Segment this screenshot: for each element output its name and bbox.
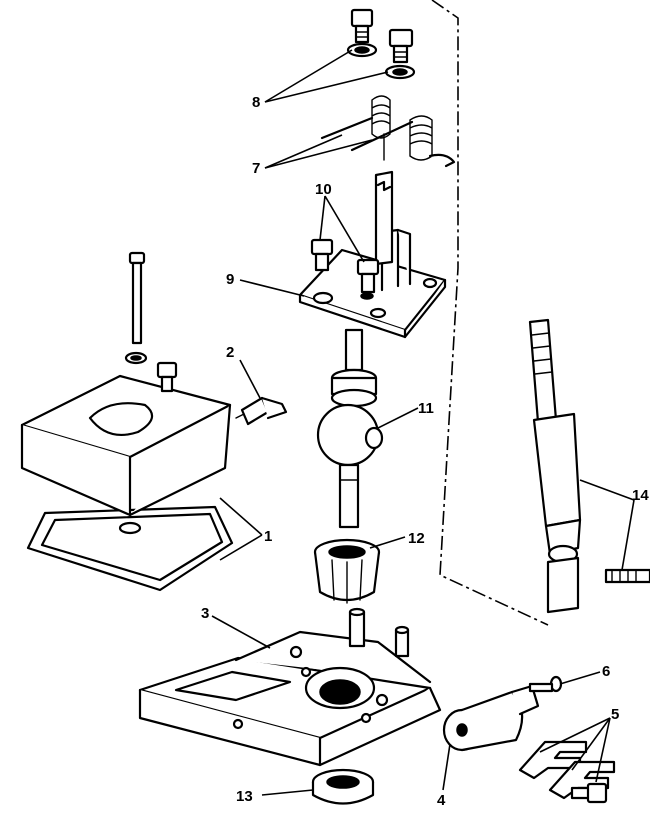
part-14-linkage: [528, 318, 650, 614]
callout-14: 14: [632, 487, 649, 504]
callout-9: 9: [226, 271, 234, 288]
part-4-selector-arm: [442, 684, 540, 752]
part-5-clips-and-bolt: [518, 740, 616, 804]
callout-3: 3: [201, 605, 209, 622]
leader-lines: [211, 49, 635, 796]
callout-1: 1: [264, 528, 272, 545]
part-8-bolts: [346, 8, 416, 80]
callout-8: 8: [252, 94, 260, 111]
part-2-switch: [235, 396, 288, 426]
part-12-bush: [313, 538, 381, 604]
part-3-housing: [138, 607, 442, 767]
callout-2: 2: [226, 344, 234, 361]
callout-10: 10: [315, 181, 332, 198]
part-13-seal: [311, 768, 375, 805]
callout-11: 11: [418, 400, 434, 417]
callout-7: 7: [252, 160, 260, 177]
assembly-axis-line: [431, 0, 549, 626]
part-6-pin: [528, 675, 563, 693]
part-1-cover-and-gasket: [20, 251, 234, 592]
part-9-plate: [298, 170, 447, 339]
callout-6: 6: [602, 663, 610, 680]
callout-5: 5: [611, 706, 619, 723]
part-11-selector-shaft: [316, 328, 384, 529]
callout-13: 13: [236, 788, 253, 805]
part-7-springs: [320, 95, 456, 168]
callout-4: 4: [437, 792, 446, 809]
callout-12: 12: [408, 530, 425, 547]
